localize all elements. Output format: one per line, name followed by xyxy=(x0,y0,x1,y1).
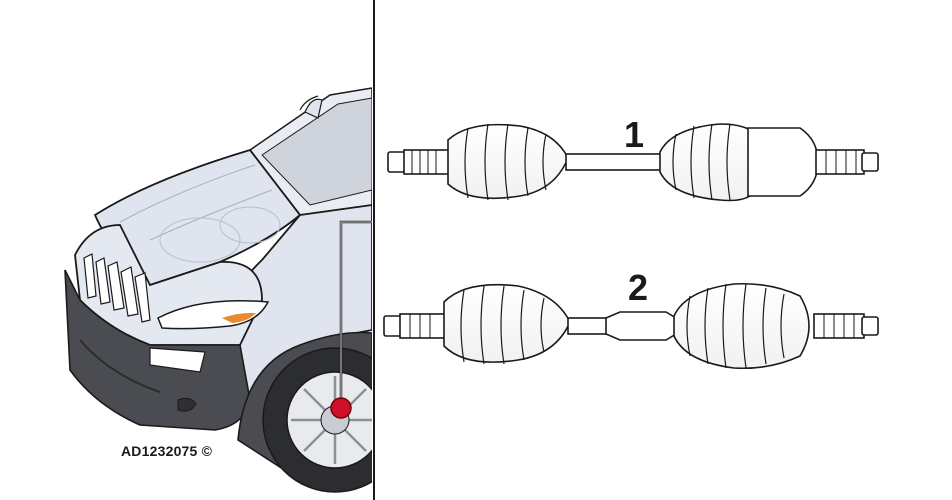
drive-shaft-2 xyxy=(383,282,879,370)
drive-shaft-1 xyxy=(387,123,879,202)
figure-id-label: AD1232075 © xyxy=(121,443,213,459)
location-marker-icon xyxy=(330,397,352,419)
vehicle-illustration xyxy=(64,87,372,493)
callout-number-1: 1 xyxy=(624,114,644,155)
callout-number-2: 2 xyxy=(628,267,648,308)
